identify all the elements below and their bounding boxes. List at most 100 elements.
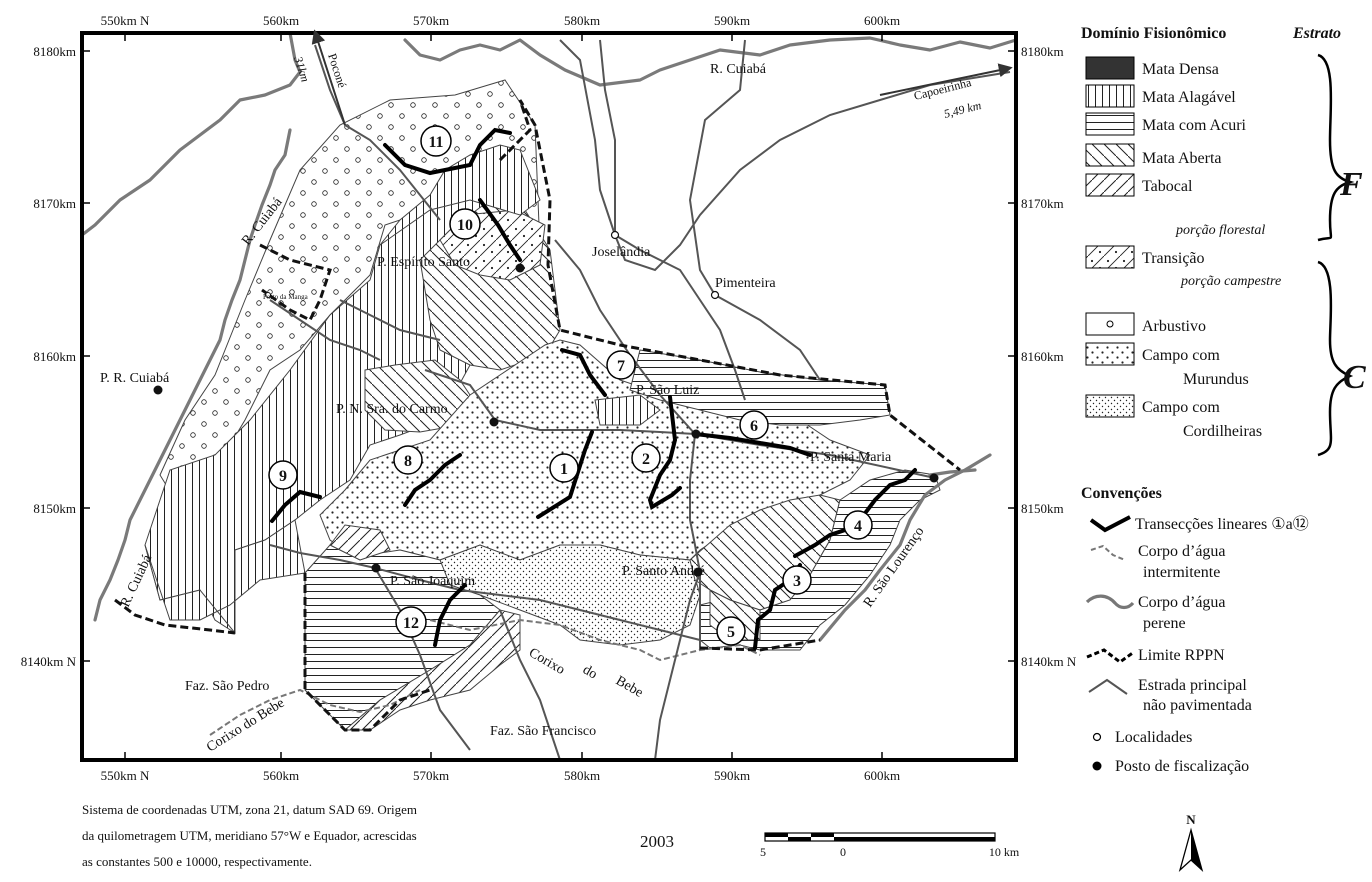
transect-11-badge: 11 <box>420 125 452 157</box>
transect-6-badge: 6 <box>739 410 769 440</box>
localities <box>265 230 720 300</box>
tick-top-6: 600km <box>864 13 900 28</box>
tick-bottom-2: 560km <box>263 768 299 783</box>
label-p-santo-andre: P. Santo André <box>622 564 705 579</box>
tick-right-4: 8150km <box>1021 501 1064 516</box>
convention-transects: Transecções lineares ①a⑫ <box>1135 515 1309 533</box>
svg-text:2: 2 <box>642 451 650 468</box>
convention-intermittent-1: Corpo d’água <box>1138 543 1226 560</box>
label-porto-manga: Porto da Manga <box>263 293 309 301</box>
convention-localities: Localidades <box>1115 729 1192 746</box>
perennial-rivers <box>80 31 1018 642</box>
convention-intermittent-2: intermitente <box>1143 564 1220 581</box>
tick-marks <box>82 33 1016 760</box>
tick-top-1: 550km N <box>101 13 150 28</box>
convention-intermittent-symbol <box>1090 544 1126 561</box>
legend-cordilheiras-2: Cordilheiras <box>1183 423 1262 440</box>
label-p-sao-luiz: P. São Luiz <box>636 383 699 398</box>
svg-text:4: 4 <box>854 518 862 535</box>
scale-label-0: 0 <box>840 845 846 859</box>
locality-joselandia <box>610 230 620 240</box>
label-p-nsra-carmo: P. N. Sra. do Carmo <box>336 402 448 417</box>
transect-3-badge: 3 <box>782 565 812 595</box>
legend-swatch-transicao <box>1085 245 1135 269</box>
scale-bar <box>764 832 996 842</box>
svg-text:7: 7 <box>617 358 625 375</box>
convention-post-symbol <box>1092 761 1102 771</box>
map-frame <box>80 31 1018 762</box>
conventions-title: Convenções <box>1081 485 1162 502</box>
tick-left-3: 8160km <box>33 349 76 364</box>
posts <box>153 263 939 577</box>
legend-mata-acuri: Mata com Acuri <box>1142 117 1247 134</box>
north-label: N <box>1186 812 1196 827</box>
footer-year: 2003 <box>640 832 674 851</box>
legend-tabocal: Tabocal <box>1142 178 1193 195</box>
legend-forest-portion: porção florestal <box>1175 223 1265 238</box>
legend-swatch-mata-acuri <box>1085 112 1135 136</box>
locality-porto-manga <box>265 292 271 298</box>
convention-road-1: Estrada principal <box>1138 677 1247 694</box>
convention-post: Posto de fiscalização <box>1115 758 1249 775</box>
brace-f-letter: F <box>1339 166 1363 203</box>
legend: Domínio Fisionômico Estrato Mata Densa M… <box>1081 25 1366 775</box>
label-joselandia: Joselândia <box>592 245 651 260</box>
tick-bottom-5: 590km <box>714 768 750 783</box>
convention-road-symbol <box>1088 678 1128 695</box>
tick-bottom-1: 550km N <box>101 768 150 783</box>
brace-f <box>1317 53 1355 242</box>
tick-top-3: 570km <box>413 13 449 28</box>
legend-swatch-mata-aberta <box>1085 143 1135 167</box>
legend-transicao: Transição <box>1142 250 1205 267</box>
svg-text:1: 1 <box>560 461 568 478</box>
convention-limit-symbol <box>1086 648 1135 664</box>
north-arrow-icon <box>1178 827 1204 872</box>
convention-transect-symbol <box>1089 515 1131 533</box>
tick-left-1: 8180km <box>33 44 76 59</box>
legend-domain-title: Domínio Fisionômico <box>1081 25 1226 42</box>
scale-label-5: 5 <box>760 845 766 859</box>
legend-mata-alagavel: Mata Alagável <box>1142 89 1236 106</box>
legend-swatch-mata-densa <box>1085 56 1135 80</box>
convention-limit: Limite RPPN <box>1138 647 1225 664</box>
post-sao-joaquim <box>371 563 381 573</box>
label-rio-cuiaba-top: R. Cuiabá <box>710 62 767 77</box>
svg-text:3: 3 <box>793 573 801 590</box>
svg-text:5: 5 <box>727 624 735 641</box>
legend-arbustivo: Arbustivo <box>1142 318 1206 335</box>
convention-perennial-1: Corpo d’água <box>1138 594 1226 611</box>
post-carmo <box>489 417 499 427</box>
capoeirinha-arrow <box>879 63 1013 96</box>
transect-7-badge: 7 <box>606 350 636 380</box>
tick-bottom-3: 570km <box>413 768 449 783</box>
label-pimenteira: Pimenteira <box>715 276 776 291</box>
transect-1-badge: 1 <box>549 453 579 483</box>
transect-9-badge: 9 <box>268 460 298 490</box>
legend-swatch-mata-alagavel <box>1085 84 1135 108</box>
label-p-r-cuiaba: P. R. Cuiabá <box>100 371 170 386</box>
tick-bottom-6: 600km <box>864 768 900 783</box>
legend-stratum-title: Estrato <box>1292 25 1341 42</box>
label-p-sao-joaquim: P. São Joaquim <box>390 574 475 589</box>
svg-text:10: 10 <box>457 217 473 234</box>
tick-left-2: 8170km <box>33 196 76 211</box>
pocone-arrow <box>311 29 346 126</box>
transect-12-badge: 12 <box>395 606 427 638</box>
post-rio-cuiaba <box>153 385 163 395</box>
legend-swatch-tabocal <box>1085 173 1135 197</box>
tick-left-5: 8140km N <box>21 654 77 669</box>
transects-layer <box>270 127 917 650</box>
svg-text:11: 11 <box>428 134 443 151</box>
label-faz-sao-pedro: Faz. São Pedro <box>185 679 269 694</box>
label-do: do <box>580 662 600 682</box>
legend-swatch-cordilheiras <box>1085 394 1135 418</box>
tick-right-3: 8160km <box>1021 349 1064 364</box>
post-espirito-santo <box>515 263 525 273</box>
legend-swatch-arbustivo <box>1085 312 1135 336</box>
svg-text:6: 6 <box>750 418 758 435</box>
legend-murundus-2: Murundus <box>1183 371 1249 388</box>
brace-c <box>1317 260 1354 457</box>
tick-top-5: 590km <box>714 13 750 28</box>
convention-locality-symbol <box>1092 732 1102 742</box>
